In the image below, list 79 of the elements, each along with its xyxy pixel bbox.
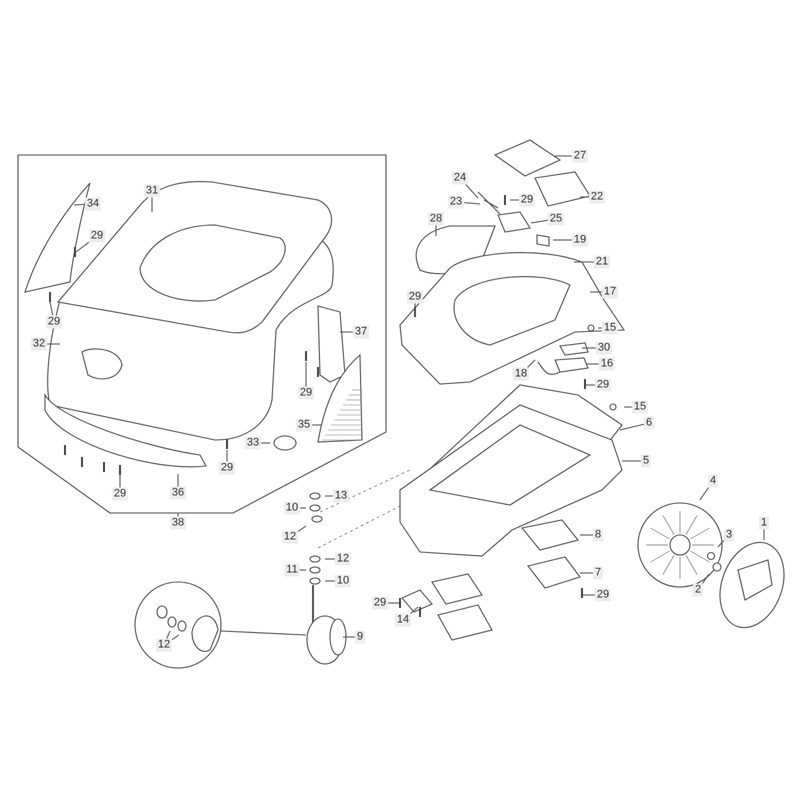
leader-line [580, 534, 594, 536]
callout-number: 8 [592, 528, 604, 542]
callout-number: 18 [512, 368, 530, 380]
callout-number: 2 [692, 584, 704, 596]
callout-number: 28 [428, 212, 444, 226]
leader-line [388, 602, 400, 604]
leader-line [312, 424, 322, 426]
callout-number: 25 [548, 212, 564, 226]
leader-line [76, 242, 90, 252]
callout-number: 29 [406, 290, 424, 304]
callout-number: 33 [244, 436, 262, 450]
leader-line [620, 424, 644, 430]
leader-line [50, 302, 54, 316]
callout-number: 21 [594, 256, 610, 268]
leader-line [324, 558, 336, 560]
callout-number: 22 [588, 190, 606, 204]
leader-line [74, 204, 86, 206]
callout-number: 29 [372, 596, 388, 610]
leader-line [700, 487, 710, 500]
callout-number: 38 [170, 516, 186, 530]
leader-line [414, 303, 416, 316]
callout-number: 29 [46, 316, 62, 328]
leader-line [172, 634, 180, 640]
callout-number: 12 [334, 552, 352, 566]
callout-number: 36 [170, 486, 186, 500]
leader-line [226, 450, 228, 462]
callout-number: 11 [284, 564, 300, 576]
callout-number: 35 [296, 418, 312, 432]
callout-number: 12 [282, 530, 298, 544]
callout-number: 29 [218, 462, 236, 474]
callout-number: 24 [452, 172, 468, 184]
callout-number: 31 [144, 184, 160, 198]
leader-line [530, 220, 548, 224]
leader-line [582, 594, 596, 596]
callout-number: 37 [352, 326, 370, 338]
callout-number: 15 [632, 400, 648, 414]
callout-number: 9 [354, 630, 366, 644]
callout-number: 27 [572, 150, 588, 162]
callout-number: 23 [448, 196, 464, 208]
callout-number: 29 [518, 194, 536, 206]
callout-number: 34 [84, 198, 102, 210]
leader-line [465, 184, 478, 198]
callout-number: 29 [298, 386, 314, 400]
callout-number: 29 [88, 230, 106, 242]
leader-line [298, 526, 306, 532]
callout-number: 16 [598, 358, 616, 370]
leader-line [464, 202, 480, 204]
callout-number: 29 [594, 378, 612, 392]
leader-line [580, 572, 594, 574]
callout-number: 10 [334, 574, 352, 588]
leader-line [260, 442, 270, 444]
callout-number: 4 [708, 474, 718, 488]
leader-line [166, 630, 170, 639]
callout-number: 29 [594, 588, 612, 602]
callout-number: 6 [644, 416, 654, 430]
leader-line [702, 574, 710, 584]
callout-number: 17 [602, 286, 618, 298]
callout-number: 29 [112, 488, 128, 500]
callout-number: 14 [394, 614, 412, 626]
callout-number: 3 [724, 528, 734, 542]
callout-number: 30 [596, 342, 612, 354]
callout-number: 32 [30, 338, 48, 350]
callout-number: 15 [602, 322, 618, 334]
callout-number: 12 [156, 638, 172, 652]
callout-number: 7 [592, 566, 604, 580]
callout-number: 5 [640, 454, 652, 468]
leader-line [342, 636, 356, 638]
leader-line [580, 196, 590, 198]
leader-line [527, 360, 536, 368]
callout-number: 10 [284, 502, 300, 514]
leader-line [718, 540, 724, 548]
callout-number: 13 [332, 490, 350, 502]
leader-line [622, 460, 642, 462]
leader-line [324, 580, 336, 582]
callout-number: 1 [758, 516, 770, 530]
leader-line [410, 606, 418, 614]
callout-number: 19 [572, 234, 588, 246]
leader-line [584, 384, 596, 386]
leader-line [624, 406, 632, 408]
